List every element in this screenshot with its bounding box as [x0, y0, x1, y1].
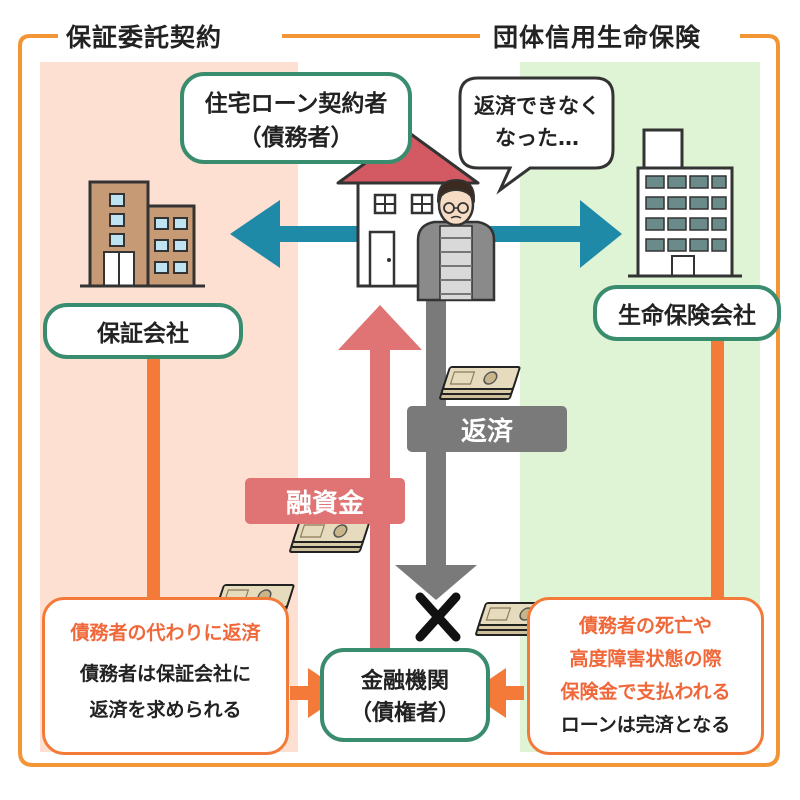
orange-line-right: [711, 338, 724, 600]
insurance-payment-line2: 高度障害状態の際: [569, 648, 722, 670]
repayment-label: 返済: [407, 406, 567, 452]
outer-frame: [18, 34, 780, 767]
blue-arrow-right: [470, 200, 622, 268]
financial-institution-line1: 金融機関: [360, 669, 449, 694]
guarantee-payment-line2: 返済を求められる: [89, 699, 242, 721]
orange-line-left: [147, 353, 160, 608]
speech-bubble-line2: なった…: [495, 126, 579, 150]
speech-bubble-text: 返済できなく なった…: [462, 90, 612, 154]
borrower-label-line1: 住宅ローン契約者: [204, 91, 388, 117]
speech-bubble-shape: [458, 76, 615, 195]
borrower-label: 住宅ローン契約者 （債務者）: [180, 72, 412, 164]
guarantee-company-label: 保証会社: [43, 303, 243, 359]
guarantee-payment-heading: 債務者の代わりに返済: [70, 622, 261, 644]
cash-bundle-icon: [438, 366, 521, 400]
cash-bundle-icon: [288, 519, 371, 553]
guarantee-payment-line1: 債務者は保証会社に: [79, 663, 251, 685]
frame-title-group-life-insurance: 団体信用生命保険: [485, 18, 710, 54]
insurance-payment-line3: 保険金で支払われる: [560, 681, 731, 703]
insurance-payment-line4: ローンは完済となる: [560, 714, 731, 736]
borrower-label-line2: （債務者）: [238, 125, 354, 151]
financial-institution-line2: （債権者）: [349, 701, 460, 726]
financial-institution-label: 金融機関 （債権者）: [320, 648, 490, 742]
guarantee-payment-box: 債務者の代わりに返済 債務者は保証会社に 返済を求められる: [42, 597, 289, 755]
guarantee-company-building-icon: [80, 180, 205, 288]
insurance-payment-line1: 債務者の死亡や: [578, 615, 712, 637]
cross-icon: [415, 592, 461, 642]
speech-bubble-line1: 返済できなく: [474, 94, 600, 118]
frame-title-guarantee-contract: 保証委託契約: [58, 18, 231, 54]
person-icon: [416, 178, 496, 302]
life-insurance-company-label: 生命保険会社: [593, 285, 781, 341]
insurance-payment-box: 債務者の死亡や 高度障害状態の際 保険金で支払われる ローンは完済となる: [527, 597, 764, 755]
insurance-company-building-icon: [628, 128, 742, 278]
loan-funds-label: 融資金: [245, 478, 405, 524]
